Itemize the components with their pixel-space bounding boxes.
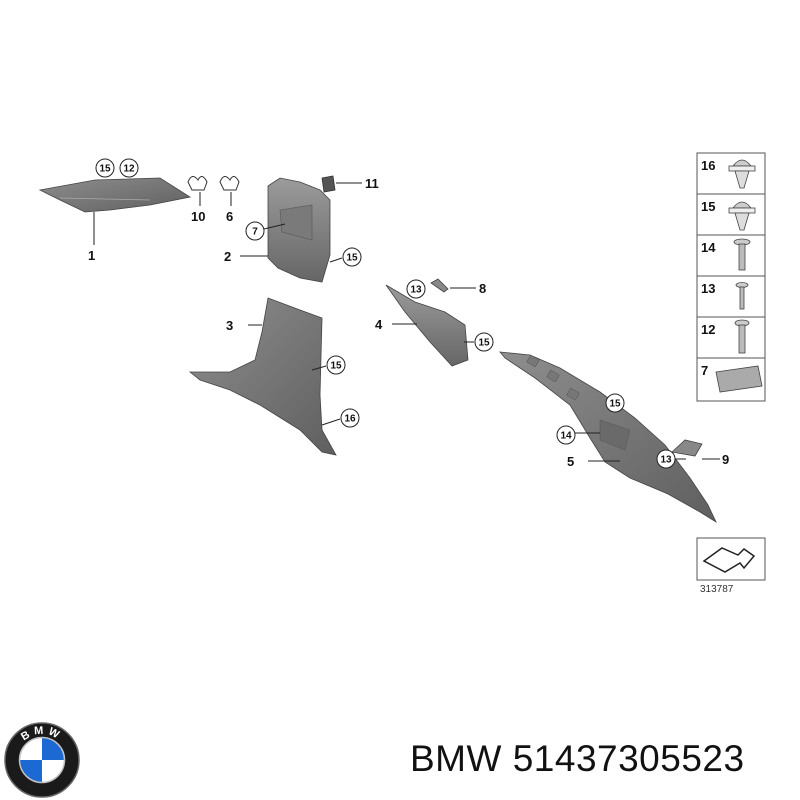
circle-label-15-d: 15	[464, 332, 494, 352]
svg-text:16: 16	[701, 158, 715, 173]
callout-9: 9	[722, 452, 729, 467]
svg-text:13: 13	[701, 281, 715, 296]
brand-part-label: BMW 51437305523	[410, 738, 745, 780]
part-5-rear-side-trim	[499, 351, 717, 524]
circle-label-13-e: 13	[656, 449, 686, 469]
svg-text:15: 15	[701, 199, 715, 214]
svg-text:15: 15	[346, 253, 358, 264]
circle-label-15-b: 15	[329, 247, 362, 267]
diagram-reference-number: 313787	[700, 584, 734, 595]
legend-row-14: 14	[701, 238, 751, 271]
callout-5: 5	[567, 454, 574, 469]
svg-text:15: 15	[478, 338, 490, 349]
svg-text:15: 15	[330, 361, 342, 372]
part-9-clip	[671, 439, 720, 460]
svg-text:13: 13	[660, 455, 672, 466]
callout-10: 10	[191, 209, 205, 224]
callout-4: 4	[375, 317, 383, 332]
svg-text:11: 11	[365, 176, 379, 191]
callout-6: 6	[226, 209, 233, 224]
fastener-legend: 16 15 14 13 12 7	[696, 152, 766, 402]
svg-text:1: 1	[88, 248, 95, 263]
callout-2: 2	[224, 249, 231, 264]
callout-8: 8	[479, 281, 486, 296]
circle-label-12: 12	[119, 158, 139, 178]
part-4-c-pillar-trim	[385, 284, 469, 367]
svg-text:6: 6	[226, 209, 233, 224]
svg-text:7: 7	[252, 227, 258, 238]
callout-1: 1	[88, 248, 95, 263]
brand-name: BMW	[410, 738, 502, 779]
legend-row-12: 12	[701, 319, 750, 354]
svg-text:15: 15	[609, 399, 621, 410]
parts-diagram: 1 15 12 10 6 11 2 7	[38, 152, 766, 595]
callout-11: 11	[365, 176, 379, 191]
reference-box	[696, 537, 766, 581]
part-8-clip	[430, 278, 476, 293]
circle-label-7: 7	[245, 221, 286, 241]
circle-label-16: 16	[321, 408, 360, 428]
svg-text:14: 14	[560, 431, 572, 442]
circle-label-15: 15	[95, 158, 115, 178]
circle-label-15-e: 15	[605, 393, 625, 413]
legend-row-15: 15	[701, 199, 756, 231]
part-6-clip	[219, 176, 240, 206]
svg-text:313787: 313787	[700, 584, 734, 595]
svg-text:2: 2	[224, 249, 231, 264]
svg-text:12: 12	[123, 164, 135, 175]
part-3-b-pillar-lower-trim	[188, 297, 337, 456]
part-1-a-pillar-trim	[38, 177, 192, 245]
svg-text:13: 13	[410, 285, 422, 296]
svg-text:15: 15	[99, 164, 111, 175]
part-10-clip	[187, 176, 208, 206]
svg-text:8: 8	[479, 281, 486, 296]
part-2-b-pillar-upper-trim	[240, 177, 331, 283]
bmw-logo-icon: BMW	[4, 722, 80, 798]
circle-label-13-d: 13	[406, 279, 426, 299]
svg-text:10: 10	[191, 209, 205, 224]
circle-label-14-e: 14	[556, 425, 600, 445]
svg-text:12: 12	[701, 322, 715, 337]
part-11-clip	[321, 175, 362, 193]
svg-text:3: 3	[226, 318, 233, 333]
legend-row-7: 7	[701, 363, 763, 393]
part-number: 51437305523	[512, 738, 745, 779]
direction-arrow-icon	[702, 547, 756, 573]
svg-text:9: 9	[722, 452, 729, 467]
callout-3: 3	[226, 318, 233, 333]
circle-label-15-c: 15	[311, 355, 346, 375]
legend-row-16: 16	[701, 158, 756, 189]
svg-text:14: 14	[701, 240, 716, 255]
legend-row-13: 13	[701, 281, 749, 310]
svg-text:16: 16	[344, 414, 356, 425]
svg-text:4: 4	[375, 317, 383, 332]
svg-text:7: 7	[701, 363, 708, 378]
svg-text:5: 5	[567, 454, 574, 469]
